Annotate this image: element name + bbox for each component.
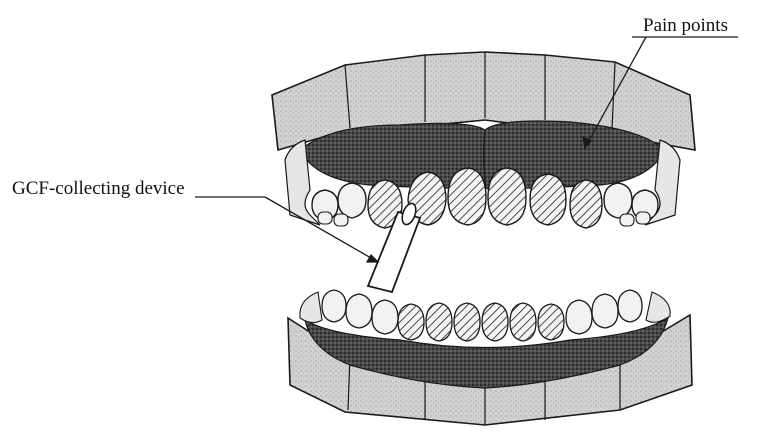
upper-jaw xyxy=(272,52,695,228)
lower-jaw xyxy=(288,290,692,425)
device-label: GCF-collecting device xyxy=(12,178,185,199)
pain-points-label: Pain points xyxy=(643,15,728,36)
lower-teeth xyxy=(322,290,642,341)
